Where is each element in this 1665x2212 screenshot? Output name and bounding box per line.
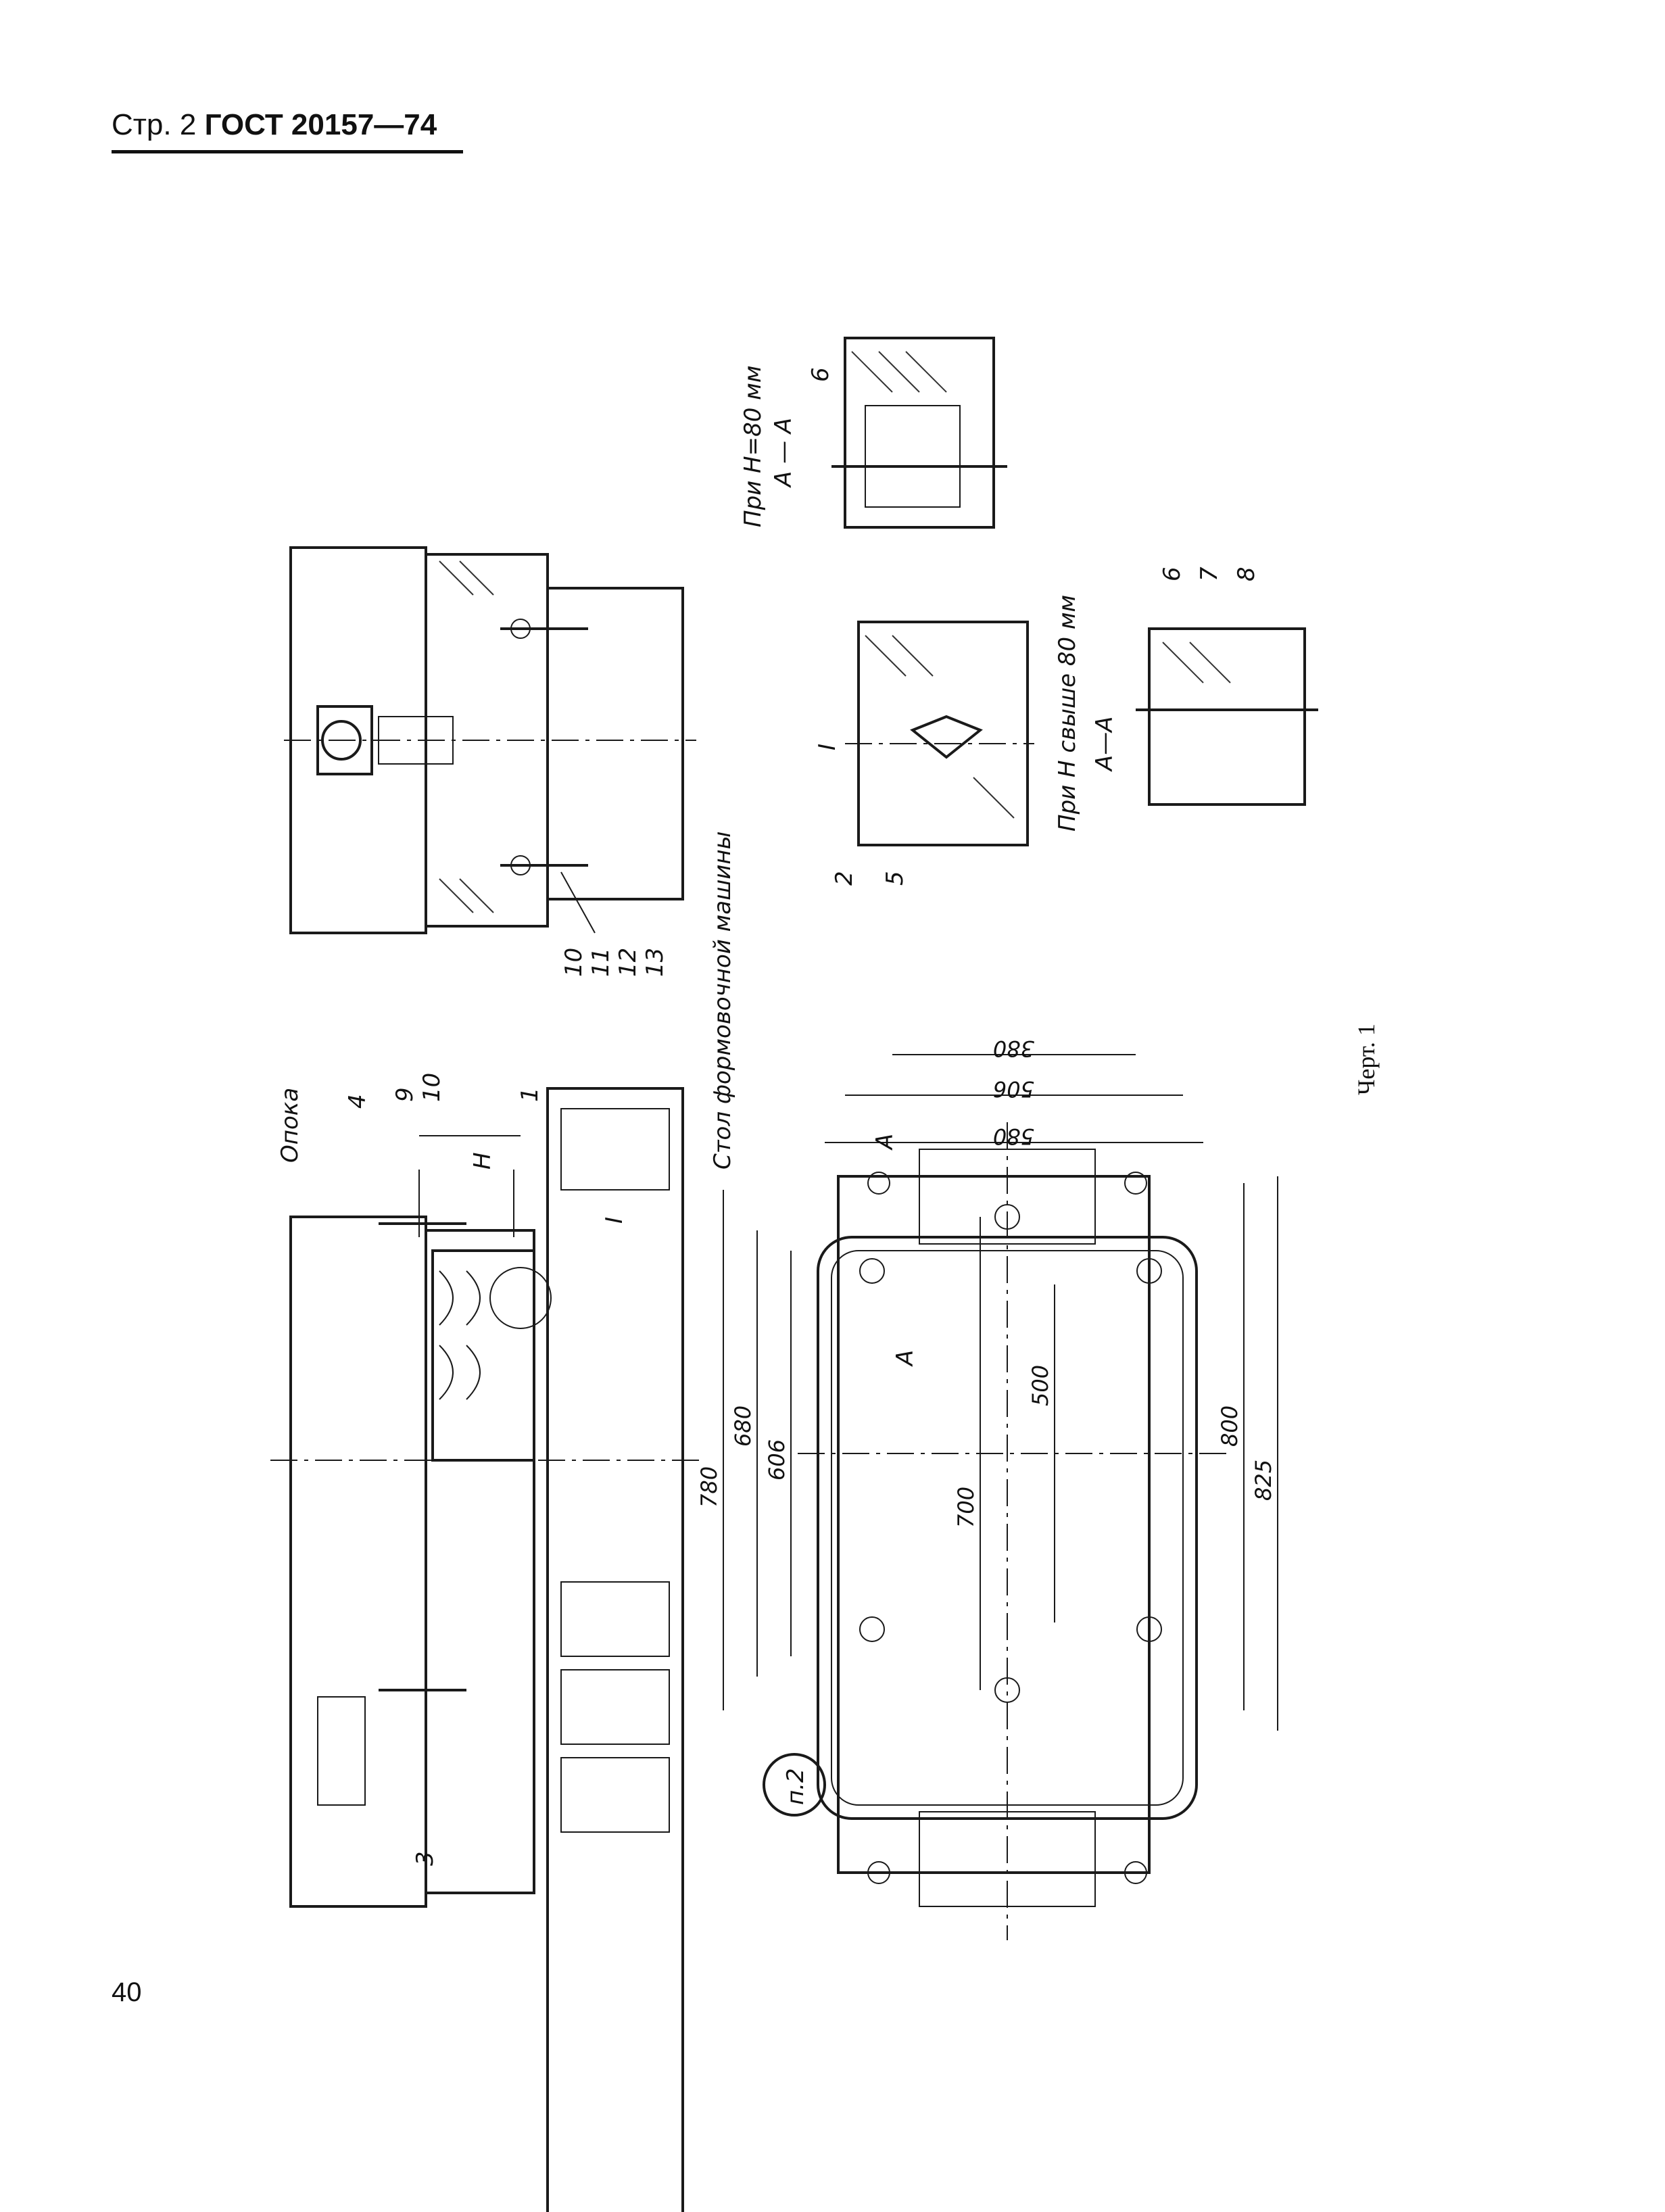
callout-2: 2 <box>831 871 858 886</box>
upper-nut-bottom <box>510 855 531 875</box>
detail-i <box>845 621 1034 846</box>
section-h80 <box>831 337 1007 529</box>
upper-nut-top <box>510 619 531 639</box>
upper-pin-body <box>378 716 454 765</box>
plan-outer-frame <box>837 1175 1151 1874</box>
hatch <box>1189 642 1231 683</box>
dim-700: 700 <box>953 1487 979 1528</box>
hatch <box>439 878 474 913</box>
opoka-label: Опока <box>276 1088 304 1163</box>
figure-caption: Черт. 1 <box>1353 1024 1380 1095</box>
hole <box>867 1172 890 1195</box>
leader-11-14 <box>560 871 596 934</box>
detail-i-circle <box>489 1267 552 1329</box>
lower-table-slot-3 <box>560 1669 670 1745</box>
cut-a-bottom: А <box>892 1350 919 1367</box>
callout-7: 7 <box>1196 567 1223 581</box>
callout-10: 10 <box>418 1073 445 1102</box>
callout-14: 13 <box>642 948 669 977</box>
wood-grain <box>439 1270 481 1400</box>
callout-1: 1 <box>516 1087 544 1102</box>
callout-9: 9 <box>391 1087 418 1102</box>
lower-table-slot-1 <box>560 1108 670 1191</box>
upper-pin-circle <box>321 720 362 761</box>
callout-12: 11 <box>587 948 614 977</box>
hatch <box>851 351 893 393</box>
dim-780: 780 <box>696 1466 722 1508</box>
n2-label: п.2 <box>782 1768 809 1805</box>
section-h-over-title: При H свыше 80 мм <box>1054 595 1081 832</box>
detail-i-marker: I <box>601 1217 628 1224</box>
page-header: Стр. 2 ГОСТ 20157—74 <box>112 108 437 142</box>
lower-table-slot-2 <box>560 1581 670 1657</box>
hatch <box>905 351 947 393</box>
hole <box>1124 1172 1147 1195</box>
upper-table-block <box>546 587 684 900</box>
hatch <box>439 560 474 596</box>
page-prefix: Стр. 2 <box>112 108 197 141</box>
dim-800: 800 <box>1217 1405 1242 1447</box>
hatch <box>878 351 920 393</box>
callout-8: 8 <box>1233 567 1260 581</box>
cut-a-top: А <box>871 1134 898 1151</box>
upper-side-view <box>284 546 696 934</box>
header-rule <box>112 150 463 153</box>
detail-i-title: I <box>814 744 841 750</box>
lower-table-slot-4 <box>560 1757 670 1833</box>
hole <box>859 1258 885 1284</box>
detail-i-body <box>857 621 1029 846</box>
callout-6-a: 6 <box>807 367 834 382</box>
wood-insert <box>431 1249 535 1462</box>
hatch <box>973 777 1015 819</box>
lower-side-view <box>270 1087 703 2212</box>
callout-3: 3 <box>412 1851 439 1866</box>
section-h-over <box>1136 627 1318 806</box>
dim-500: 500 <box>1028 1365 1053 1406</box>
hatch <box>865 635 907 677</box>
standard-number: ГОСТ 20157—74 <box>204 108 437 141</box>
hatch <box>1162 642 1204 683</box>
h-label: H <box>469 1152 496 1170</box>
plan-view <box>723 1054 1278 1940</box>
section-aa-2: А—А <box>1091 716 1118 772</box>
section-h80-insert <box>865 405 961 508</box>
hole <box>1136 1616 1162 1642</box>
dim-380: 380 <box>993 1036 1034 1061</box>
dim-825: 825 <box>1251 1460 1276 1501</box>
hole <box>867 1861 890 1884</box>
callout-4: 4 <box>344 1094 371 1109</box>
n2-circle <box>763 1753 826 1817</box>
table-label: Стол формовочной машины <box>709 832 736 1170</box>
hatch <box>459 878 494 913</box>
callout-5: 5 <box>882 871 909 886</box>
dim-580: 580 <box>993 1124 1034 1149</box>
hatch <box>459 560 494 596</box>
section-h-over-body <box>1148 627 1306 806</box>
callout-13: 12 <box>614 948 642 977</box>
hole <box>859 1616 885 1642</box>
lower-flask-wall <box>289 1216 427 1908</box>
upper-pin-housing <box>316 705 373 775</box>
lower-pattern-plate <box>425 1229 535 1894</box>
hole <box>994 1204 1020 1230</box>
callout-11: 10 <box>560 948 587 977</box>
callout-6-b: 6 <box>1159 567 1186 581</box>
dim-506: 506 <box>993 1076 1034 1102</box>
dim-680: 680 <box>730 1405 756 1447</box>
lower-pin <box>317 1696 366 1806</box>
lower-table-block <box>546 1087 684 2212</box>
detail-i-pin <box>910 715 983 759</box>
section-h80-body <box>844 337 995 529</box>
hatch <box>892 635 934 677</box>
section-h80-title: При H=80 мм <box>740 366 767 527</box>
hole <box>1124 1861 1147 1884</box>
hole <box>994 1677 1020 1703</box>
page-number: 40 <box>112 1977 142 2007</box>
section-aa-1: А — А <box>770 418 797 488</box>
dim-606: 606 <box>764 1439 790 1481</box>
hole <box>1136 1258 1162 1284</box>
